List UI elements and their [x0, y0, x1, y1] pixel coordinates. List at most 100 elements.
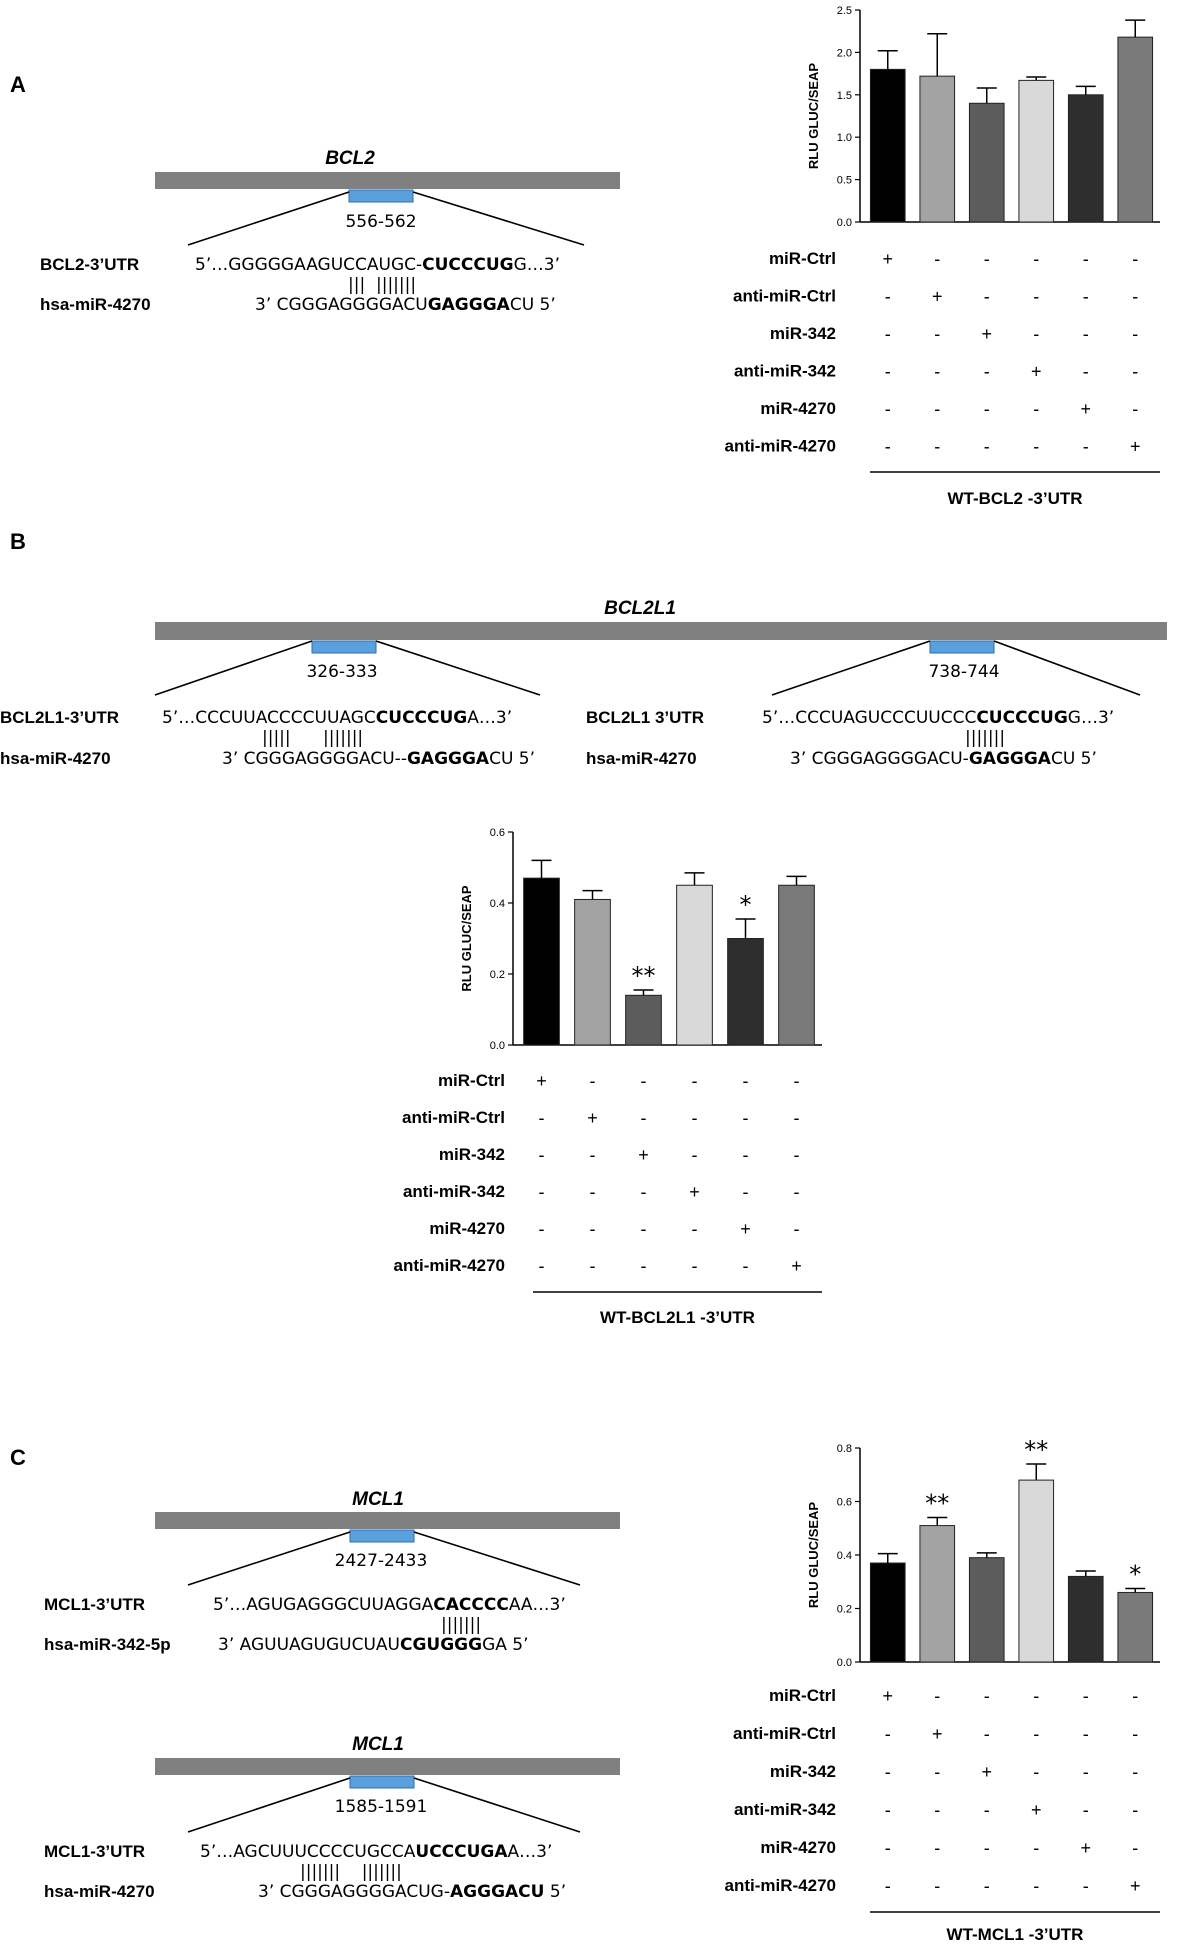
construct-label: WT-MCL1 -3’UTR: [947, 1925, 1084, 1944]
y-tick-label: 1.5: [837, 90, 852, 102]
panel-b-utr-1-label: BCL2L1-3’UTR: [0, 708, 119, 727]
bar: [968, 102, 1005, 223]
plus-sign: +: [791, 1256, 802, 1276]
panel-c-pairing-lines-1: |||||||: [441, 1615, 481, 1635]
minus-sign: -: [1033, 287, 1039, 307]
minus-sign: -: [590, 1071, 596, 1091]
panel-a-utr-label: BCL2-3’UTR: [40, 255, 139, 274]
panel-b-zoom-line-2-right: [993, 640, 1141, 696]
y-tick-label: 0.2: [490, 969, 505, 981]
panel-b-zoom-line-2-left: [771, 640, 931, 696]
panel-a-utr-sequence: 5’…GGGGGAAGUCCAUGC-CUCCCUGG…3’: [195, 255, 560, 275]
y-tick-label: 0.4: [490, 898, 505, 910]
minus-sign: -: [794, 1182, 800, 1202]
minus-sign: -: [743, 1256, 749, 1276]
sequence-segment: 3’ CGGGAGGGGACUG-: [258, 1882, 450, 1902]
minus-sign: -: [984, 287, 990, 307]
plus-sign: +: [1130, 437, 1141, 457]
panel-c-utr-1-label: MCL1-3’UTR: [44, 1595, 145, 1614]
seed-region-bold: CGUGGG: [400, 1635, 482, 1655]
bar: [919, 1525, 956, 1663]
minus-sign: -: [1132, 1800, 1138, 1820]
panel-b-pairing-lines-1: ||||| |||||||: [262, 728, 363, 748]
minus-sign: -: [1132, 1686, 1138, 1706]
bar: [919, 75, 956, 223]
seed-region-bold: CACCCC: [433, 1595, 509, 1615]
panel-b-zoom-line-1-right: [375, 640, 541, 696]
y-tick-label: 0.6: [837, 1497, 852, 1509]
bar: [523, 877, 560, 1046]
condition-label: miR-342: [770, 324, 836, 343]
sequence-segment: AA…3’: [509, 1595, 566, 1615]
panel-c-zoom-line-2-left: [187, 1777, 351, 1833]
panel-b-letter: B: [10, 529, 26, 554]
minus-sign: -: [885, 1876, 891, 1896]
bar: [1018, 79, 1055, 223]
minus-sign: -: [1083, 437, 1089, 457]
y-tick-label: 0.8: [837, 1443, 852, 1455]
minus-sign: -: [641, 1256, 647, 1276]
minus-sign: -: [1083, 362, 1089, 382]
y-tick-label: 0.2: [837, 1604, 852, 1616]
plus-sign: +: [882, 1686, 893, 1706]
panel-c-site-1-position: 2427-2433: [335, 1551, 428, 1571]
panel-a-zoom-line-right: [412, 191, 585, 246]
minus-sign: -: [692, 1071, 698, 1091]
minus-sign: -: [539, 1219, 545, 1239]
panel-c-binding-site-2-box: [349, 1775, 415, 1789]
panel-b: B BCL2L1 326-333 738-744 BCL2L1-3’UTR 5’…: [0, 529, 1167, 1327]
minus-sign: -: [590, 1256, 596, 1276]
plus-sign: +: [932, 287, 943, 307]
plus-sign: +: [536, 1071, 547, 1091]
y-tick-label: 1.0: [837, 132, 852, 144]
plus-sign: +: [932, 1724, 943, 1744]
minus-sign: -: [934, 1800, 940, 1820]
minus-sign: -: [1132, 399, 1138, 419]
panel-c-site-2-position: 1585-1591: [335, 1797, 428, 1817]
condition-label: miR-342: [439, 1145, 505, 1164]
panel-b-pairing-lines-2: |||||||: [965, 728, 1005, 748]
plus-sign: +: [981, 324, 992, 344]
panel-c-utr-bar-1: [155, 1512, 620, 1529]
minus-sign: -: [934, 1686, 940, 1706]
plus-sign: +: [587, 1108, 598, 1128]
minus-sign: -: [885, 1838, 891, 1858]
panel-a-letter: A: [10, 72, 26, 97]
minus-sign: -: [1083, 1762, 1089, 1782]
condition-label: anti-miR-342: [403, 1182, 505, 1201]
plus-sign: +: [981, 1762, 992, 1782]
panel-a-mirna-label: hsa-miR-4270: [40, 295, 151, 314]
sequence-segment: 5’…CCCUUACCCCUUAGC: [162, 708, 376, 728]
minus-sign: -: [984, 1724, 990, 1744]
panel-c-mirna-2-label: hsa-miR-4270: [44, 1882, 155, 1901]
significance-marker: **: [925, 1490, 949, 1518]
minus-sign: -: [1132, 249, 1138, 269]
minus-sign: -: [934, 362, 940, 382]
panel-c-utr-1-sequence: 5’…AGUGAGGGCUUAGGACACCCCAA…3’: [213, 1595, 566, 1615]
bar: [968, 1557, 1005, 1663]
panel-a-zoom-line-left: [187, 191, 350, 246]
condition-label: miR-4270: [760, 1838, 836, 1857]
minus-sign: -: [590, 1182, 596, 1202]
minus-sign: -: [1083, 1800, 1089, 1820]
y-tick-label: 2.5: [837, 5, 852, 17]
minus-sign: -: [590, 1219, 596, 1239]
panel-b-utr-1-sequence: 5’…CCCUUACCCCUUAGCCUCCCUGA…3’: [162, 708, 512, 728]
minus-sign: -: [885, 399, 891, 419]
condition-label: anti-miR-Ctrl: [733, 287, 836, 306]
panel-a-utr-bar: [155, 172, 620, 189]
minus-sign: -: [539, 1182, 545, 1202]
minus-sign: -: [641, 1071, 647, 1091]
panel-c-zoom-line-1-right: [413, 1531, 581, 1586]
panel-b-mirna-1-sequence: 3’ CGGGAGGGGACU--GAGGGACU 5’: [222, 749, 535, 769]
plus-sign: +: [638, 1145, 649, 1165]
minus-sign: -: [743, 1108, 749, 1128]
panel-b-utr-bar: [155, 622, 1167, 640]
minus-sign: -: [1083, 1876, 1089, 1896]
minus-sign: -: [743, 1145, 749, 1165]
seed-region-bold: CUCCCUG: [976, 708, 1067, 728]
